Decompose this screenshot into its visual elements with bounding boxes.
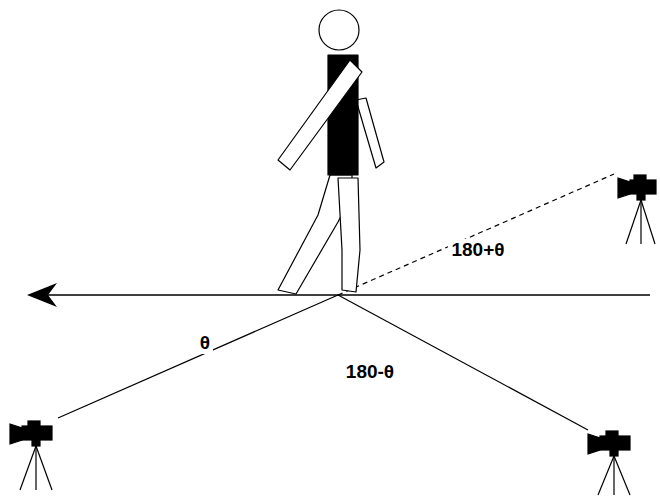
sight-line-dashed [338, 174, 614, 295]
sight-line [58, 295, 338, 418]
person-figure [278, 10, 384, 294]
angle-label: 180+θ [448, 239, 507, 261]
camera-symbol [618, 175, 656, 244]
angle-label: θ [197, 332, 213, 354]
arrowhead [27, 283, 57, 307]
walk-direction-line [45, 294, 650, 296]
sight-line [338, 295, 588, 430]
angle-label: 180-θ [343, 361, 397, 383]
camera-symbol [10, 421, 52, 490]
camera-symbol [588, 431, 630, 495]
